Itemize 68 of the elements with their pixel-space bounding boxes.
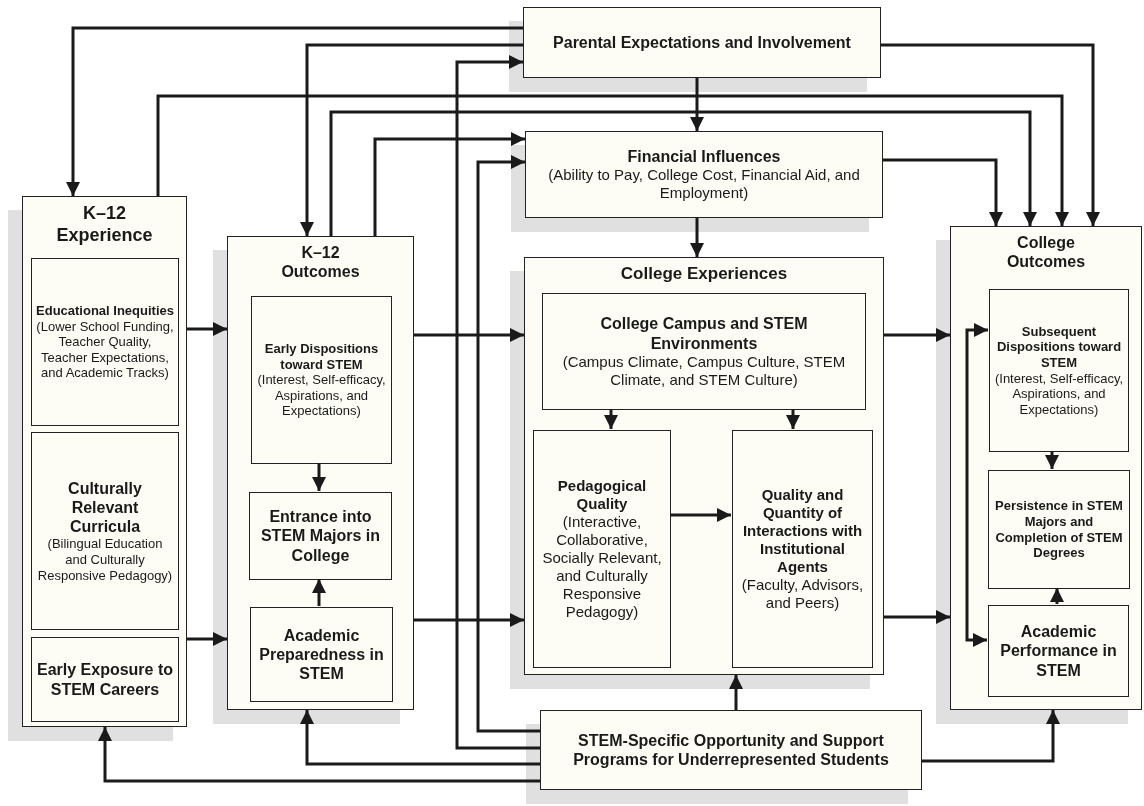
box bbox=[988, 605, 1129, 697]
arrow bbox=[98, 727, 540, 783]
arrow bbox=[690, 78, 704, 131]
arrow bbox=[300, 43, 523, 236]
arrow bbox=[312, 579, 326, 606]
box-title: Financial Influences bbox=[627, 146, 781, 167]
box-title: Subsequent Dispositions toward STEM bbox=[995, 323, 1123, 371]
box-title: Persistence in STEM Majors and Completion of STEM Degrees bbox=[994, 498, 1124, 561]
box-title: Academic Performance in STEM bbox=[999, 622, 1118, 680]
group-title: College Outcomes bbox=[1005, 233, 1087, 272]
box bbox=[989, 289, 1129, 452]
arrow bbox=[883, 158, 1003, 226]
arrow bbox=[187, 632, 227, 646]
arrow bbox=[414, 613, 524, 627]
box bbox=[31, 258, 179, 426]
box-title: College Campus and STEM Environments bbox=[599, 314, 809, 353]
arrow bbox=[884, 328, 950, 342]
arrow bbox=[1050, 588, 1064, 604]
box-title: Early Dispositions toward STEM bbox=[263, 341, 380, 373]
group-title: K–12 Experience bbox=[55, 203, 154, 247]
box-title: STEM-Specific Opportunity and Support Programs for Underrepresented Students bbox=[572, 730, 890, 770]
box-title: Quality and Quantity of Interactions with Institutional Agents bbox=[741, 486, 864, 576]
arrow bbox=[729, 675, 743, 710]
arrow bbox=[414, 328, 524, 342]
box-description: (Interactive, Collaborative, Socially Relevant, and Culturally Responsive Pedagogy) bbox=[541, 513, 663, 621]
arrow bbox=[604, 409, 618, 429]
box bbox=[988, 470, 1130, 589]
arrow bbox=[1045, 451, 1059, 469]
arrow bbox=[156, 94, 1069, 226]
box-description: (Interest, Self-efficacy, Aspirations, and Expectations) bbox=[994, 370, 1124, 418]
box-description: (Ability to Pay, College Cost, Financial Aid, and Employment) bbox=[547, 166, 861, 203]
box-title: Entrance into STEM Majors in College bbox=[259, 507, 382, 565]
box bbox=[31, 432, 179, 630]
arrow bbox=[300, 710, 540, 766]
box bbox=[251, 296, 392, 464]
box-title: Early Exposure to STEM Careers bbox=[36, 660, 174, 699]
arrow bbox=[786, 409, 800, 429]
box-description: (Interest, Self-efficacy, Aspirations, and Expectations) bbox=[256, 372, 387, 419]
arrow bbox=[312, 463, 326, 491]
box-title: Culturally Relevant Curricula bbox=[67, 478, 143, 537]
group-title: K–12 Outcomes bbox=[280, 243, 361, 282]
box-title: Pedagogical Quality bbox=[556, 477, 648, 513]
box bbox=[542, 293, 866, 410]
box bbox=[732, 430, 873, 668]
arrow bbox=[476, 155, 540, 733]
arrow bbox=[884, 610, 950, 624]
box-description: (Faculty, Advisors, and Peers) bbox=[740, 576, 865, 612]
box bbox=[250, 607, 393, 702]
box-title: Academic Preparedness in STEM bbox=[258, 625, 385, 684]
arrow bbox=[922, 710, 1060, 763]
box bbox=[249, 492, 392, 580]
double-arrow bbox=[965, 323, 988, 647]
box-description: (Lower School Funding, Teacher Quality, Teacher Expectations, and Academic Tracks) bbox=[36, 318, 174, 381]
box-description: (Campus Climate, Campus Culture, STEM Climate, and STEM Culture) bbox=[561, 352, 847, 389]
arrow bbox=[455, 55, 540, 750]
group-title: College Experiences bbox=[619, 264, 789, 285]
arrow bbox=[690, 218, 704, 257]
box bbox=[533, 430, 671, 668]
box-title: Educational Inequities bbox=[36, 303, 174, 319]
box-description: (Bilingual Education and Culturally Responsive Pedagogy) bbox=[36, 536, 174, 584]
arrow bbox=[373, 132, 525, 236]
arrow bbox=[66, 26, 523, 196]
arrow bbox=[187, 322, 227, 336]
arrow bbox=[670, 508, 731, 522]
arrow bbox=[329, 110, 1037, 236]
box bbox=[31, 637, 179, 722]
arrow bbox=[881, 43, 1100, 226]
box-title: Parental Expectations and Involvement bbox=[553, 32, 851, 53]
